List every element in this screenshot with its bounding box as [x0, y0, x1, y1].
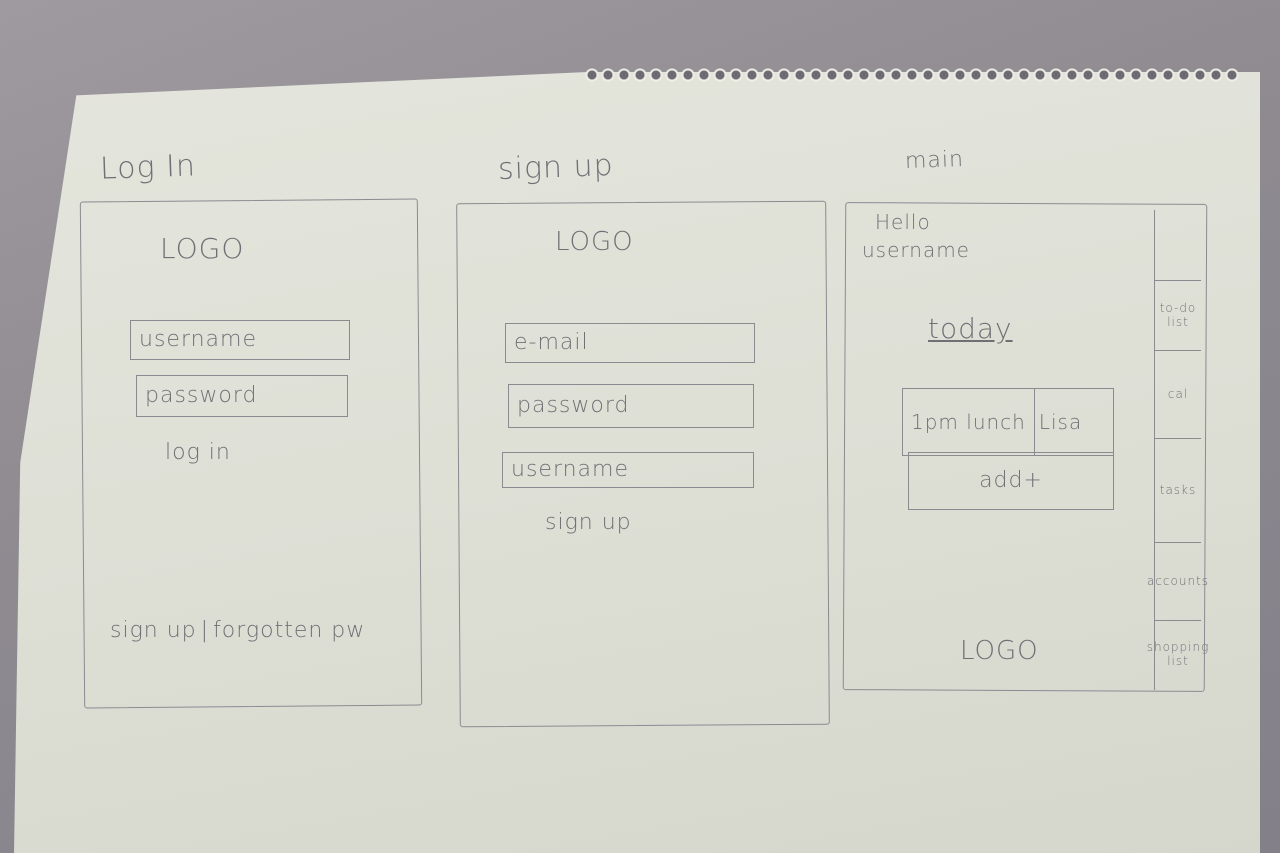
signup-button[interactable]: sign up: [545, 510, 632, 535]
spiral-holes: [584, 66, 1240, 86]
login-signup-link[interactable]: sign up: [110, 618, 197, 643]
signup-username-input[interactable]: username: [502, 452, 754, 488]
signup-password-input[interactable]: password: [508, 384, 754, 428]
sidebar-tab-cal[interactable]: cal: [1155, 350, 1201, 438]
login-forgot-password-link[interactable]: forgotten pw: [213, 618, 366, 643]
login-password-input[interactable]: password: [136, 375, 348, 417]
login-username-input[interactable]: username: [130, 320, 350, 360]
main-event-item[interactable]: 1pm lunch Lisa: [902, 388, 1114, 456]
sidebar-tab-tasks[interactable]: tasks: [1155, 438, 1201, 542]
main-event-person: Lisa: [1033, 389, 1082, 455]
main-screen-title: main: [904, 146, 965, 175]
paper-sheet: [14, 72, 1260, 853]
sidebar-tab-shopping-list[interactable]: shopping list: [1147, 620, 1208, 688]
login-footer-links: sign up | forgotten pw: [110, 618, 365, 643]
sidebar-tab-accounts[interactable]: accounts: [1147, 542, 1208, 620]
main-add-button[interactable]: add+: [908, 452, 1114, 510]
main-today-heading: today: [928, 312, 1013, 345]
signup-logo: LOGO: [555, 227, 634, 257]
login-logo: LOGO: [160, 232, 245, 265]
sidebar-tab-todo-list[interactable]: to-do list: [1155, 280, 1201, 350]
login-button[interactable]: log in: [165, 440, 231, 465]
signup-screen-title: sign up: [497, 147, 615, 188]
main-event-text: 1pm lunch: [911, 410, 1026, 434]
main-greeting-username: username: [862, 238, 970, 262]
login-screen-title: Log In: [99, 148, 197, 187]
main-greeting-hello: Hello: [875, 210, 931, 234]
main-logo: LOGO: [960, 636, 1039, 666]
link-separator: |: [200, 618, 210, 643]
signup-email-input[interactable]: e-mail: [505, 323, 755, 363]
main-sidebar: to-do list cal tasks accounts shopping l…: [1147, 210, 1208, 690]
